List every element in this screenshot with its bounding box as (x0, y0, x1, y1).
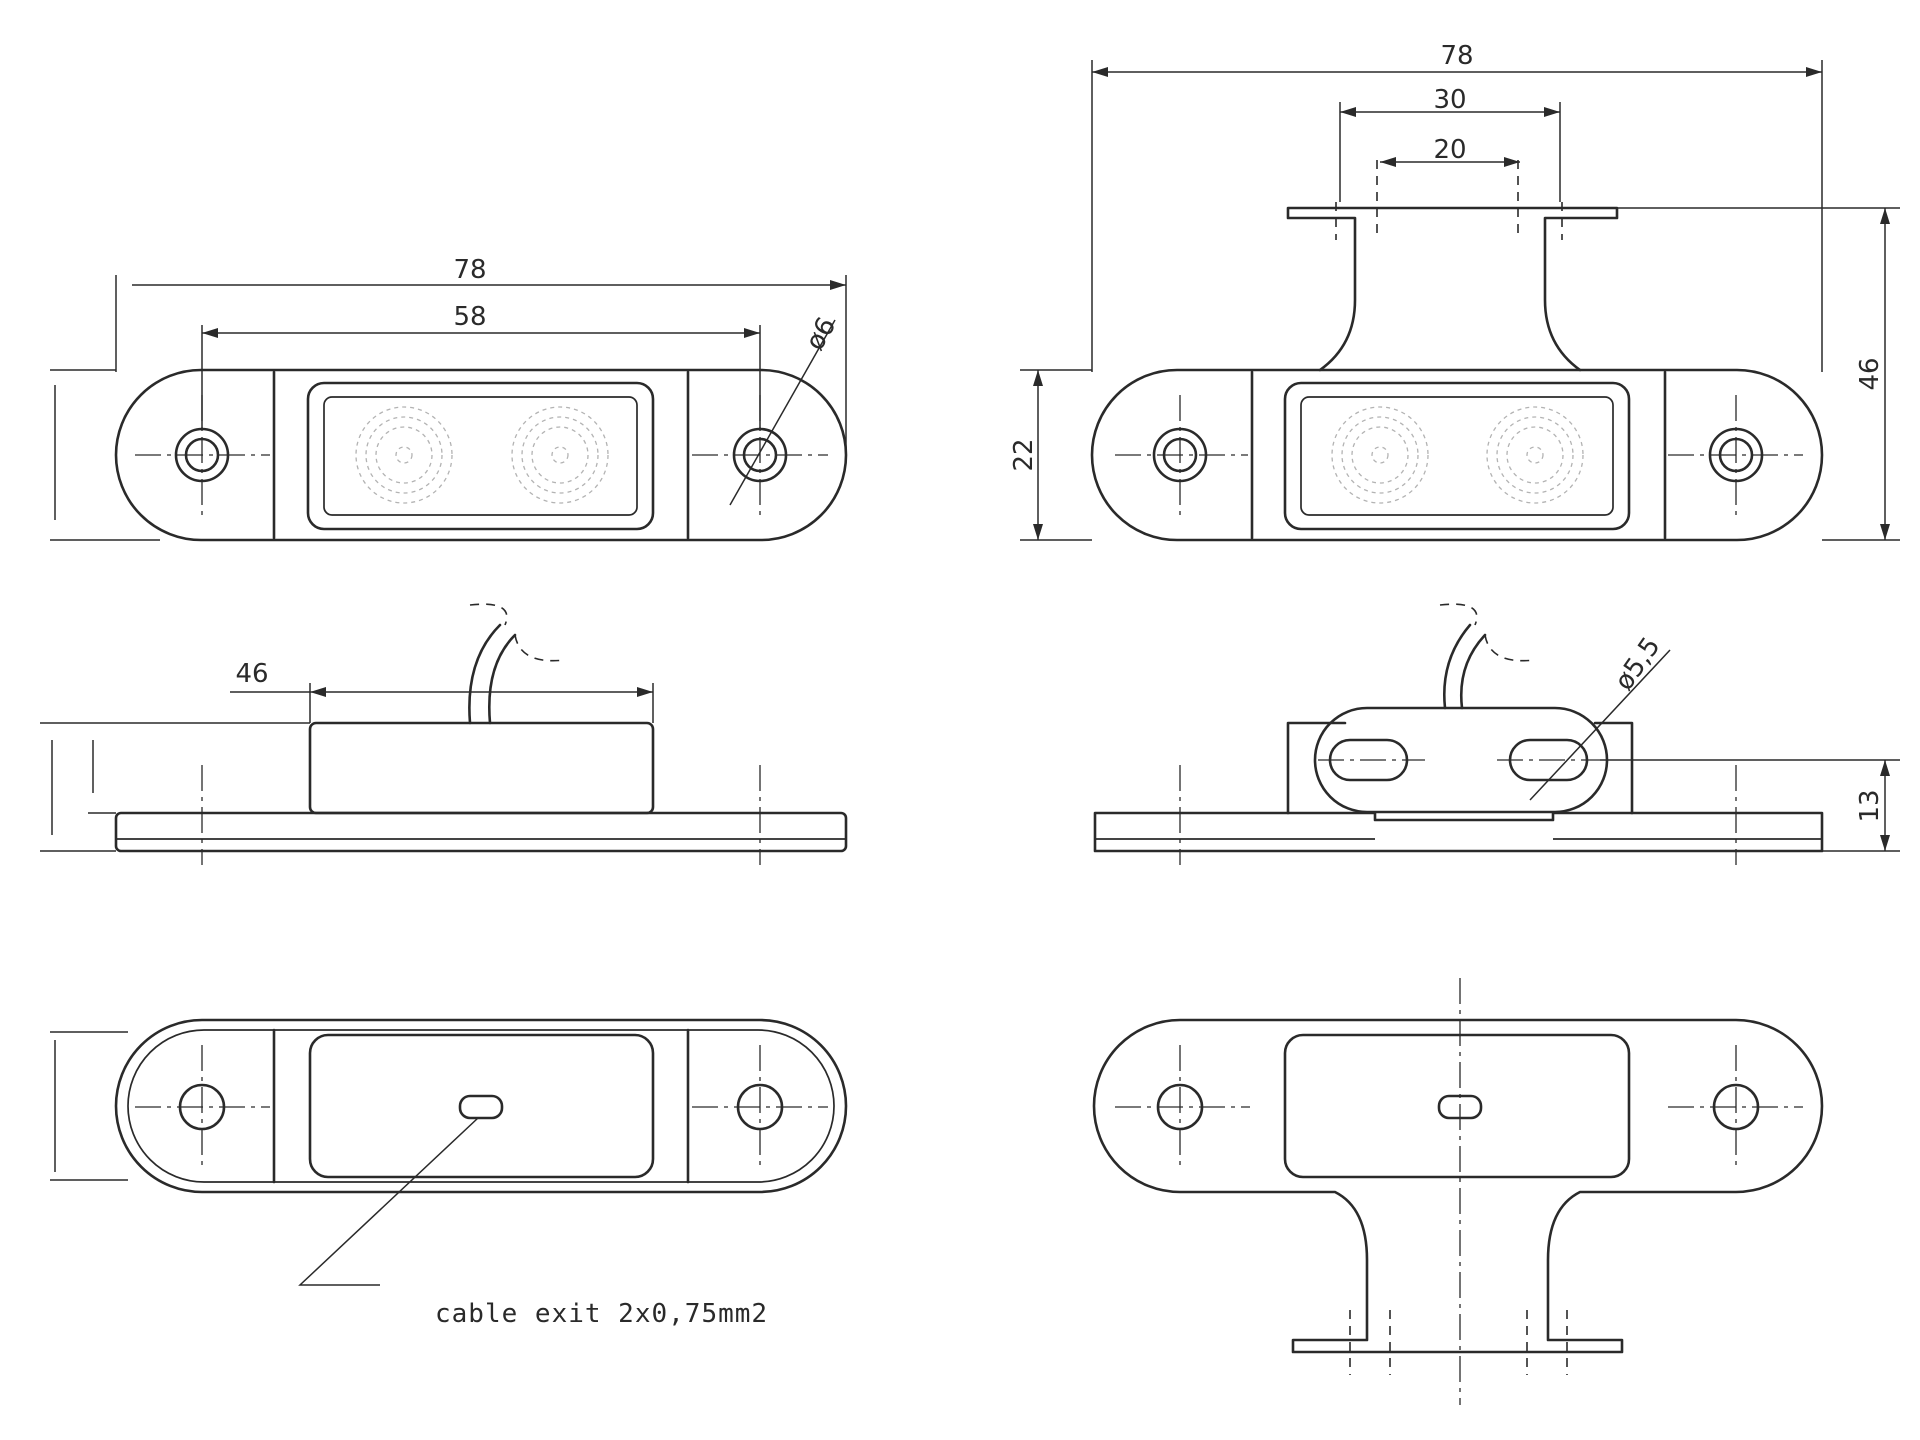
bracket-outer-width-label: 30 (1433, 85, 1466, 115)
housing-length-label: 46 (235, 659, 268, 689)
led-lens-right (511, 406, 609, 504)
front-view: 78 58 ø6 (50, 255, 848, 542)
total-height-label: 46 (1855, 357, 1885, 390)
hole-diameter-label: ø6 (800, 312, 842, 355)
bracket-side-view: ø5,5 13 (1093, 603, 1900, 865)
body-height-label: 22 (1009, 438, 1039, 471)
cable-exit (458, 1094, 504, 1120)
led-lens-left-2 (1331, 406, 1429, 504)
bracket-length-label: 78 (1440, 41, 1473, 71)
rear-view: cable exit 2x0,75mm2 (50, 1018, 848, 1329)
hole-spacing-label: 58 (453, 302, 486, 332)
bracket-inner-width-label: 20 (1433, 135, 1466, 165)
led-lens-left (355, 406, 453, 504)
bracket-front-view: 78 30 20 22 46 (1009, 41, 1900, 542)
cable-exit-note: cable exit 2x0,75mm2 (435, 1299, 768, 1329)
side-view: 46 (40, 603, 848, 865)
slot-height-label: 13 (1855, 789, 1885, 822)
led-lens-right-2 (1486, 406, 1584, 504)
bracket-rear-view (1092, 978, 1824, 1405)
front-length-label: 78 (453, 255, 486, 285)
